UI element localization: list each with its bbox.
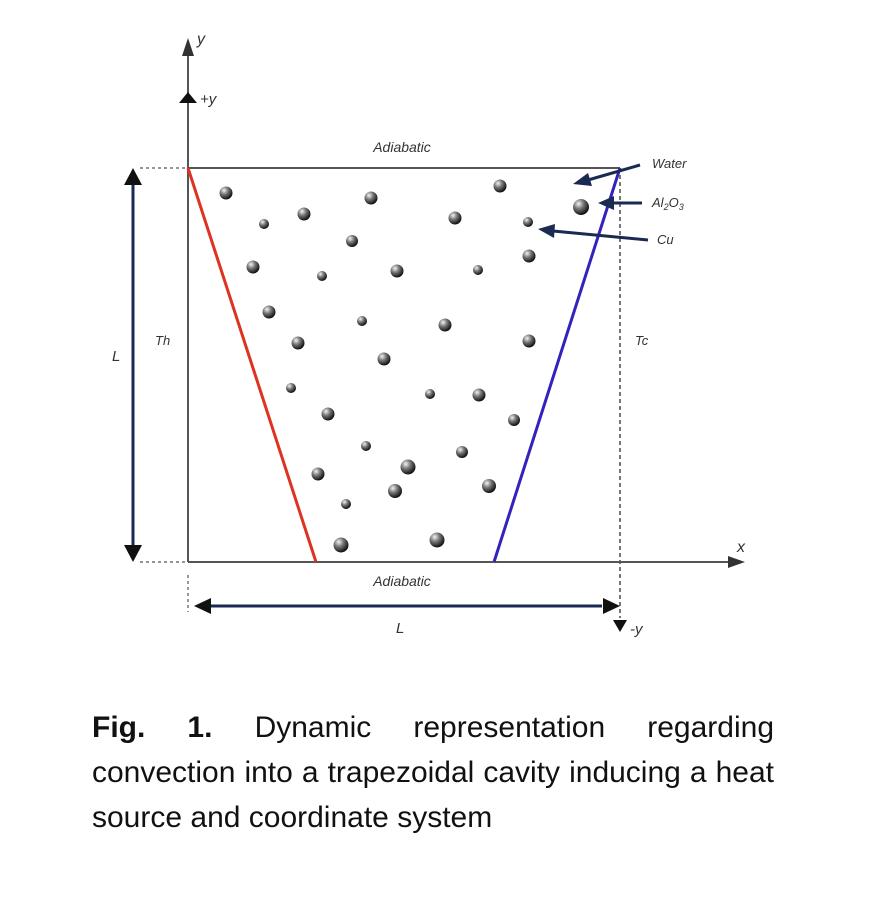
nanoparticle (522, 249, 536, 263)
nanoparticle (321, 407, 335, 421)
top-wall-label: Adiabatic (372, 139, 431, 155)
nanoparticle (508, 414, 520, 426)
nanoparticle (400, 459, 416, 475)
nanoparticles (219, 179, 589, 553)
nanoparticle (259, 219, 269, 229)
nanoparticle (522, 334, 536, 348)
nanoparticle (523, 217, 533, 227)
figure-label: Fig. 1. (92, 711, 213, 744)
width-dimension-label: L (396, 620, 404, 637)
nanoparticle (456, 446, 468, 458)
minus-y-arrowhead (613, 620, 627, 632)
height-dimension-arrow-top (124, 168, 142, 185)
legend-cu-label: Cu (657, 232, 674, 247)
hot-wall-label: Th (155, 333, 170, 348)
height-dimension-label: L (112, 348, 120, 365)
nanoparticle (390, 264, 404, 278)
plus-y-label: +y (200, 91, 218, 108)
width-dimension-arrow-right (603, 598, 620, 614)
nanoparticle (219, 186, 233, 200)
nanoparticle (377, 352, 391, 366)
cu-pointer-line (552, 229, 649, 242)
nanoparticle (297, 207, 311, 221)
nanoparticle (286, 383, 296, 393)
x-axis-label: x (736, 539, 746, 556)
cold-wall (492, 167, 622, 563)
legend-al2o3-label: Al2O3 (651, 195, 684, 212)
nanoparticle (448, 211, 462, 225)
nanoparticle (364, 191, 378, 205)
minus-y-label: -y (630, 621, 644, 638)
nanoparticle (317, 271, 327, 281)
nanoparticle (388, 484, 402, 498)
legend-water-label: Water (652, 156, 687, 171)
figure-caption: Fig. 1. Dynamic representation regarding… (92, 705, 774, 840)
al2o3-pointer-arrowhead (598, 196, 614, 210)
nanoparticle (429, 532, 445, 548)
cu-pointer-arrowhead (538, 224, 555, 238)
plus-y-arrowhead (179, 92, 197, 103)
nanoparticle (341, 499, 351, 509)
nanoparticle (357, 316, 367, 326)
nanoparticle (473, 265, 483, 275)
nanoparticle (246, 260, 260, 274)
figure-caption-text: Dynamic representation regarding convect… (92, 711, 774, 834)
nanoparticle (438, 318, 452, 332)
cold-wall-label: Tc (635, 333, 649, 348)
water-pointer-line (587, 163, 641, 182)
nanoparticle (262, 305, 276, 319)
nanoparticle (573, 199, 589, 215)
y-axis-label: y (196, 31, 206, 48)
nanoparticle (472, 388, 486, 402)
height-dimension-arrow-bottom (124, 545, 142, 562)
nanoparticle (425, 389, 435, 399)
nanoparticle (291, 336, 305, 350)
nanoparticle (346, 235, 358, 247)
x-axis-arrowhead (728, 556, 745, 568)
water-pointer-arrowhead (573, 173, 592, 186)
nanoparticle (333, 537, 349, 553)
nanoparticle (361, 441, 371, 451)
bottom-wall-label: Adiabatic (372, 573, 431, 589)
nanoparticle (311, 467, 325, 481)
nanoparticle (482, 479, 496, 493)
trapezoidal-cavity-diagram: y +y x Adiabatic Adiabatic -y Th Tc L L … (112, 31, 746, 638)
y-axis-arrowhead (182, 38, 194, 56)
nanoparticle (493, 179, 507, 193)
hot-wall (186, 167, 318, 563)
width-dimension-arrow-left (194, 598, 211, 614)
